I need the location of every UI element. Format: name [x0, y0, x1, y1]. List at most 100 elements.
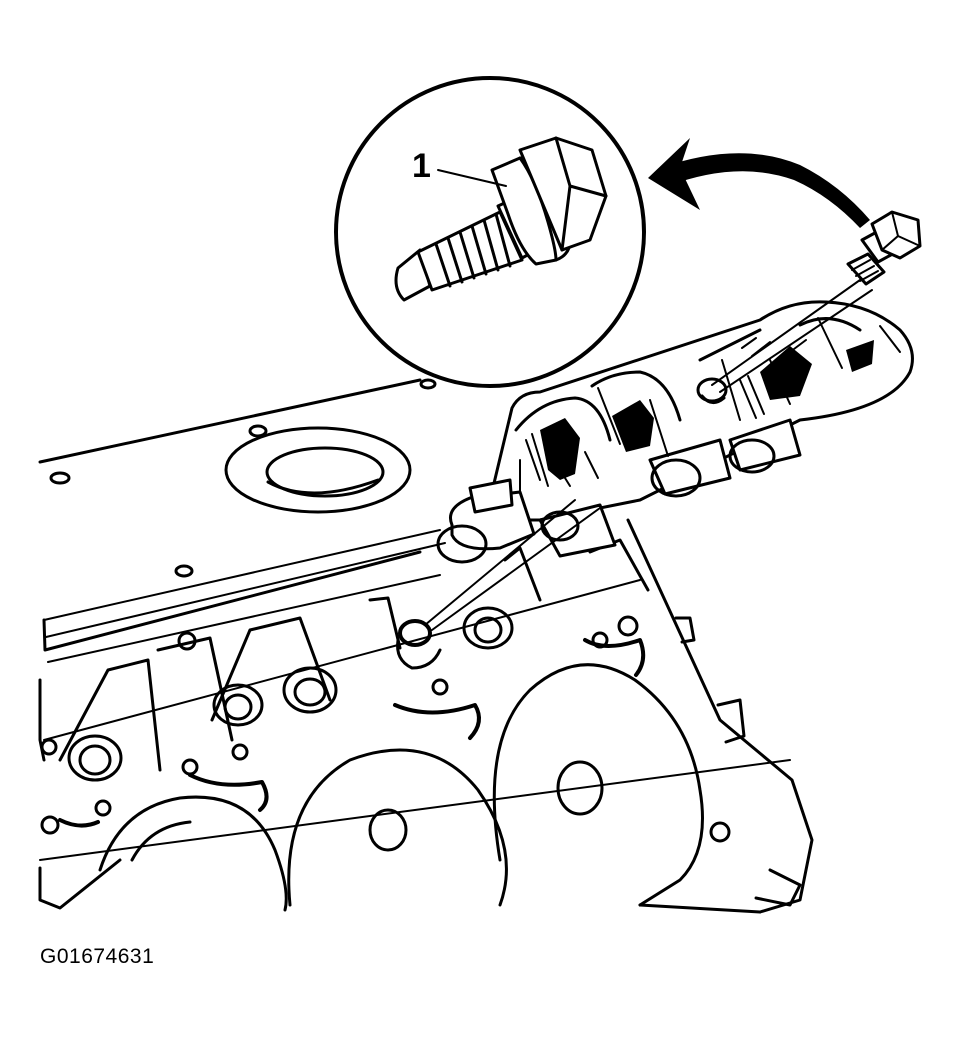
- bolt-small-shank: [846, 252, 886, 286]
- manifold-pipe-1-end: [436, 524, 488, 564]
- manifold-body: [488, 300, 914, 522]
- lifter-bore: [67, 734, 123, 782]
- block-left-edge: [38, 678, 46, 762]
- sight-line-to-bolt: [719, 289, 873, 393]
- bearing-saddle: [583, 638, 646, 677]
- valley-centerline: [39, 759, 791, 861]
- face-hole: [177, 631, 197, 651]
- face-hole: [40, 738, 58, 756]
- bearing-saddle: [393, 703, 481, 740]
- bearing-saddle: [58, 818, 100, 828]
- valley-web-2: [156, 636, 234, 742]
- detail-callout: 1: [334, 76, 646, 388]
- engine-block: [38, 378, 814, 914]
- face-hole: [181, 758, 199, 776]
- manifold-pipe-4-end: [728, 438, 776, 474]
- bolt-large-thread: [446, 236, 464, 284]
- sight-lines: [424, 279, 873, 631]
- bolt-small-threads: [851, 259, 879, 282]
- sight-line-to-hole: [431, 507, 601, 631]
- cylinder-bore-left-inner: [130, 820, 192, 862]
- cylinder-bore-left: [98, 795, 288, 912]
- deck-rail-3: [47, 574, 441, 663]
- deck-hole: [248, 424, 268, 438]
- manifold-pipe-5: [468, 478, 514, 514]
- deck-hole: [419, 378, 437, 390]
- hatch-fill: [540, 418, 580, 480]
- lifter-bore-inner: [293, 677, 327, 707]
- deck-hole: [174, 564, 194, 578]
- deck-rail-1: [43, 529, 441, 621]
- arrow-head: [648, 138, 700, 210]
- deck-rail-2: [45, 542, 446, 638]
- side-rib: [674, 616, 696, 644]
- bore-boss-outer: [224, 426, 412, 514]
- bolt-large-thread: [434, 242, 452, 288]
- sight-line-to-hole: [424, 499, 576, 626]
- valley-web-3: [210, 616, 332, 722]
- face-hole: [431, 678, 449, 696]
- curved-arrow: [648, 138, 870, 228]
- manifold-pipe-3-end: [650, 458, 702, 498]
- lifter-bore-inner: [223, 693, 253, 721]
- mount-boss-lower: [754, 868, 802, 907]
- face-hole: [617, 615, 639, 637]
- manifold-pipe-3: [648, 438, 732, 496]
- bolt-large-thread: [458, 230, 476, 280]
- callout-leader: [437, 169, 507, 187]
- manifold-lobe-1: [514, 396, 612, 442]
- manifold-lobe-2: [590, 370, 682, 422]
- sight-line-to-bolt: [711, 279, 861, 386]
- face-hole: [709, 821, 731, 843]
- bolt-large: [394, 136, 608, 302]
- bolt-large-head-face: [554, 136, 608, 252]
- bearing-saddle: [188, 773, 269, 812]
- face-hole: [40, 815, 60, 835]
- manifold-inner-edge: [519, 325, 901, 493]
- bolt-large-thread: [494, 212, 512, 268]
- face-hole: [231, 743, 249, 761]
- valley-web-5: [503, 546, 542, 602]
- cylinder-bore-right: [492, 663, 704, 907]
- bore-boss-inner: [265, 446, 385, 498]
- bore-boss-shadow: [266, 478, 380, 495]
- valley-centerline-2: [43, 579, 641, 741]
- block-right-edge: [626, 518, 814, 914]
- lifter-bore-inner: [473, 616, 503, 644]
- valley-web-1: [58, 658, 162, 772]
- deck-top-edge: [38, 378, 422, 464]
- callout-label: 1: [412, 147, 431, 185]
- hatch-fill: [612, 400, 654, 452]
- cylinder-bore-center-hole: [368, 808, 408, 852]
- manifold-hatching: [525, 337, 874, 487]
- manifold-pipe-4: [728, 418, 802, 472]
- hatch-line: [525, 433, 599, 487]
- figure-code: G01674631: [40, 945, 154, 968]
- bolt-small-head-face: [881, 211, 921, 251]
- manifold-bolt-boss-lip: [700, 394, 726, 404]
- lifter-bore: [212, 683, 264, 727]
- arrow-shaft: [660, 153, 870, 228]
- hatch-line: [739, 359, 791, 419]
- bolt-large-thread: [482, 218, 500, 272]
- oil-manifold: [436, 300, 914, 564]
- bolt-hole: [398, 619, 432, 647]
- cylinder-bore-center: [287, 748, 508, 907]
- bolt-hole-boss: [396, 638, 442, 670]
- lifter-bore-inner: [78, 744, 112, 776]
- mount-boss: [716, 698, 746, 744]
- manifold-lobe-3: [698, 328, 762, 362]
- hatch-fill: [846, 340, 874, 372]
- manifold-divider: [817, 317, 843, 369]
- manifold-divider: [721, 359, 741, 421]
- cylinder-bore-right-hole: [556, 760, 604, 816]
- block-bottom-edge: [38, 858, 122, 910]
- hatch-fill: [760, 346, 812, 400]
- valley-web-4: [368, 596, 402, 650]
- manifold-divider: [597, 387, 621, 445]
- block-bottom-right: [638, 903, 762, 914]
- bolt-large-thread: [470, 224, 488, 276]
- deck-hole: [49, 471, 71, 485]
